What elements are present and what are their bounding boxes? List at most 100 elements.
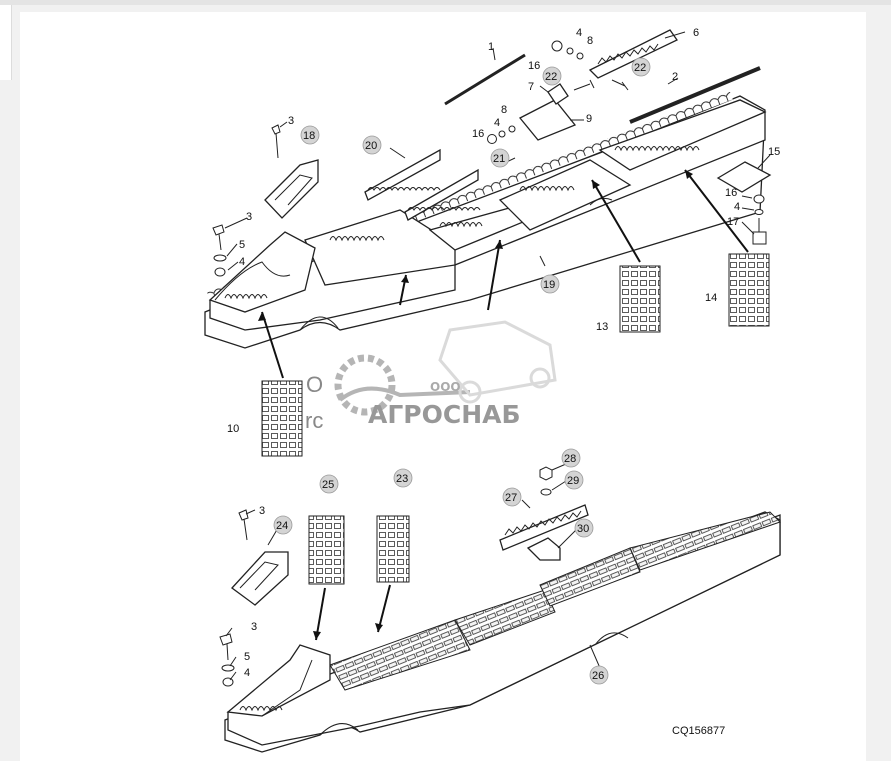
watermark: ООО АГРОСНАБ	[334, 320, 557, 429]
bolt-3c	[238, 509, 249, 541]
watermark-fragment-1: О	[306, 372, 323, 397]
callout-22b: 22	[634, 62, 646, 74]
nut-16a	[551, 40, 563, 52]
callout-16c: 16	[725, 187, 737, 199]
callout-4d: 4	[734, 201, 740, 213]
washer-5a	[213, 254, 227, 262]
callout-labels: 1 2 3 3 3 3 4 4 4 4 4 5 5 6 7 8 8 9 10 1…	[227, 27, 780, 737]
callout-3b: 3	[246, 211, 252, 223]
callout-22a: 22	[545, 71, 557, 83]
grille-13	[619, 265, 661, 333]
washer-8a	[576, 52, 584, 60]
upper-step-4	[598, 99, 767, 171]
callout-5b: 5	[244, 651, 250, 663]
callout-30: 30	[577, 523, 589, 535]
callout-3c: 3	[259, 505, 265, 517]
bolt-3d	[219, 633, 233, 661]
callout-16b: 16	[472, 128, 484, 140]
rod-1	[444, 53, 526, 106]
grille-14	[728, 253, 770, 327]
arrow-10	[261, 311, 284, 379]
watermark-fragment-2: rc	[305, 408, 323, 433]
washer-8b	[508, 125, 516, 133]
callout-25: 25	[322, 479, 334, 491]
callout-28: 28	[564, 453, 576, 465]
callout-24: 24	[276, 520, 288, 532]
callout-26: 26	[592, 670, 604, 682]
callout-6: 6	[693, 27, 699, 39]
callout-14: 14	[705, 292, 717, 304]
bolt-17	[752, 218, 767, 245]
callout-3d: 3	[251, 621, 257, 633]
watermark-gear-icon	[334, 354, 396, 416]
callout-5a: 5	[239, 239, 245, 251]
top-bar	[0, 0, 891, 5]
bolt-22a	[573, 79, 595, 91]
arrow-23	[377, 584, 391, 633]
callout-7: 7	[528, 81, 534, 93]
arrow-14	[684, 169, 749, 253]
plate-15	[716, 161, 772, 193]
image-code: CQ156877	[672, 725, 725, 737]
callout-19: 19	[543, 279, 555, 291]
callout-4c: 4	[239, 256, 245, 268]
washer-4a	[566, 47, 574, 55]
bracket-18	[264, 159, 319, 219]
watermark-prefix: ООО	[430, 380, 461, 394]
parts-diagram: ООО АГРОСНАБ О rc 1 2 3 3 3 3 4 4 4 4 4 …	[204, 27, 781, 753]
nut-16b	[487, 134, 497, 144]
lower-slat-deck-3	[539, 547, 641, 607]
arrow-13	[591, 179, 641, 263]
washer-29	[540, 488, 552, 496]
grille-23	[376, 515, 410, 583]
comb-plate-6	[588, 29, 678, 79]
upper-assembly	[204, 29, 772, 457]
callout-4b: 4	[494, 117, 500, 129]
lower-slat-deck-2	[454, 589, 556, 646]
callout-2: 2	[672, 71, 678, 83]
clip-7	[547, 83, 569, 105]
bracket-24	[231, 551, 289, 606]
callout-21: 21	[493, 153, 505, 165]
nut-4c	[214, 267, 226, 277]
plate-9	[518, 99, 577, 141]
strip-20	[364, 148, 441, 201]
callout-8b: 8	[501, 104, 507, 116]
grille-10	[261, 380, 303, 457]
callout-27: 27	[505, 492, 517, 504]
diagram-card: ООО АГРОСНАБ О rc 1 2 3 3 3 3 4 4 4 4 4 …	[20, 12, 866, 761]
callout-13: 13	[596, 321, 608, 333]
callout-29: 29	[567, 475, 579, 487]
callout-20: 20	[365, 140, 377, 152]
bolt-22b	[611, 79, 629, 91]
callout-17: 17	[727, 216, 739, 228]
bolt-3a	[271, 124, 281, 159]
lower-slat-deck-4	[629, 511, 781, 571]
callout-9: 9	[586, 113, 592, 125]
lower-assembly	[219, 463, 781, 753]
washer-4b	[498, 130, 506, 138]
callout-15: 15	[768, 146, 780, 158]
callout-23: 23	[396, 473, 408, 485]
nut-16c	[753, 194, 765, 204]
arrow-25	[315, 587, 326, 641]
arrow-mid2	[487, 239, 501, 311]
nut-4e	[222, 677, 234, 687]
left-panel	[0, 5, 12, 80]
watermark-brand: АГРОСНАБ	[368, 400, 521, 429]
upper-end-guard	[208, 231, 316, 313]
watermark-field-icon	[338, 386, 471, 402]
washer-4d	[754, 209, 764, 215]
callout-3a: 3	[288, 115, 294, 127]
bolt-3b	[212, 224, 225, 251]
callout-4e: 4	[244, 667, 250, 679]
upper-step-3	[498, 159, 632, 231]
upper-step-1	[304, 209, 456, 286]
callout-18: 18	[303, 130, 315, 142]
clip-30	[526, 537, 561, 561]
washer-5b	[221, 664, 235, 672]
callout-4a: 4	[576, 27, 582, 39]
nut-28	[539, 466, 553, 481]
callout-1: 1	[488, 41, 494, 53]
lower-slat-deck-1	[329, 619, 471, 691]
